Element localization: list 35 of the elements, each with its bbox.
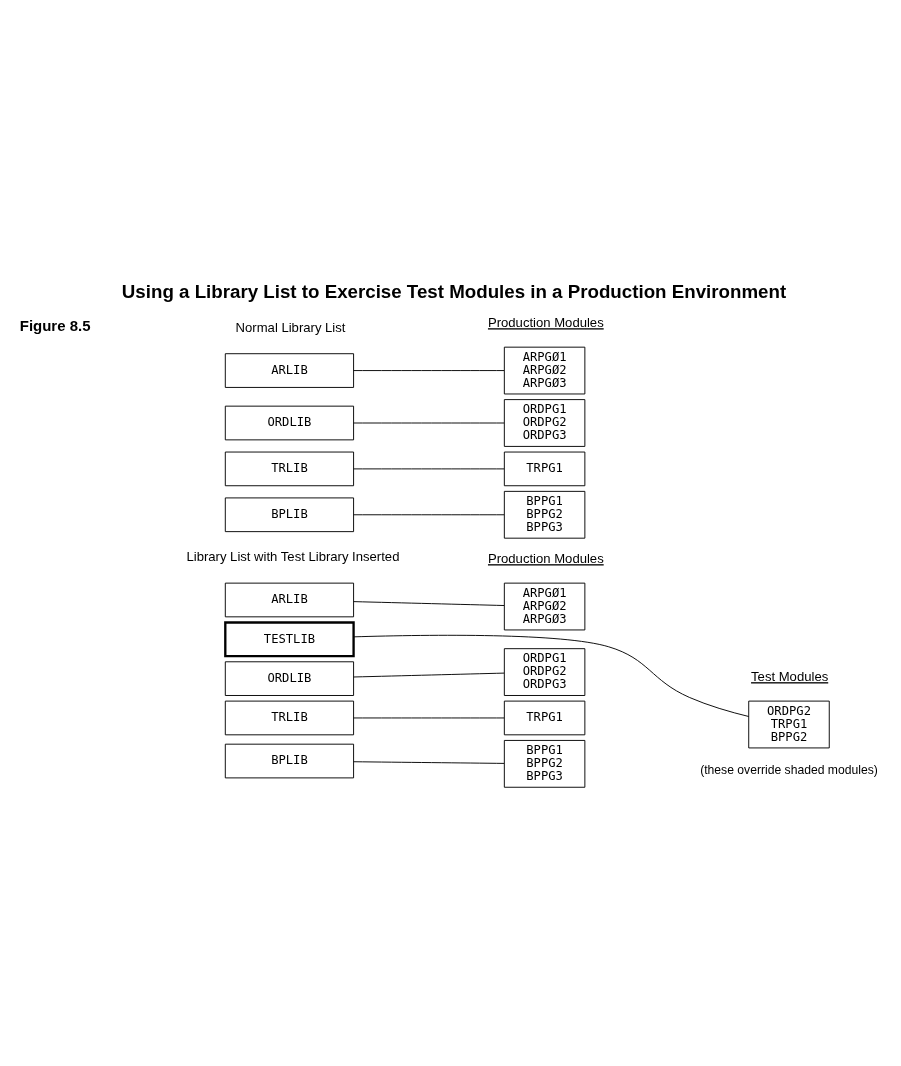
connector [353, 600, 505, 606]
node-box: BPLIB [224, 496, 355, 532]
node-box: TRPG1 [503, 700, 586, 735]
node-box: ORDPG2 TRPG1 BPPG2 [748, 700, 830, 748]
node-box: ARPGØ1 ARPGØ2 ARPGØ3 [503, 346, 586, 394]
node-box: ORDLIB [224, 660, 355, 696]
label: Test Modules [751, 668, 829, 684]
diagram-title: Using a Library List to Exercise Test Modules in a Production Environment [121, 280, 787, 302]
node-box: TRPG1 [503, 451, 586, 486]
connector [353, 467, 505, 469]
node-box: BPLIB [224, 743, 355, 778]
node-box: ORDPG1 ORDPG2 ORDPG3 [503, 647, 586, 696]
connector [353, 717, 505, 718]
node-box: ARLIB [224, 582, 355, 617]
node-box: TRLIB [224, 700, 355, 735]
label: Production Modules [487, 314, 604, 330]
node-box: ARPGØ1 ARPGØ2 ARPGØ3 [503, 582, 586, 630]
node-box: BPPG1 BPPG2 BPPG3 [503, 490, 586, 539]
label: Figure 8.5 [19, 316, 91, 334]
node-box: TRLIB [224, 451, 355, 486]
label: Normal Library List [235, 319, 346, 335]
connector [353, 672, 505, 677]
connector [353, 422, 505, 423]
node-box: ARLIB [224, 352, 355, 388]
connector [353, 760, 505, 764]
node-box: ORDPG1 ORDPG2 ORDPG3 [503, 398, 586, 447]
node-box: BPPG1 BPPG2 BPPG3 [503, 739, 586, 788]
node-label: (these override shaded modules) [700, 762, 878, 777]
node-box: TESTLIB [224, 620, 355, 657]
connector [353, 513, 505, 515]
connector [353, 634, 750, 717]
label: Library List with Test Library Inserted [186, 548, 400, 564]
connector [353, 369, 505, 371]
label: Production Modules [487, 550, 604, 566]
node-box: ORDLIB [224, 405, 355, 440]
